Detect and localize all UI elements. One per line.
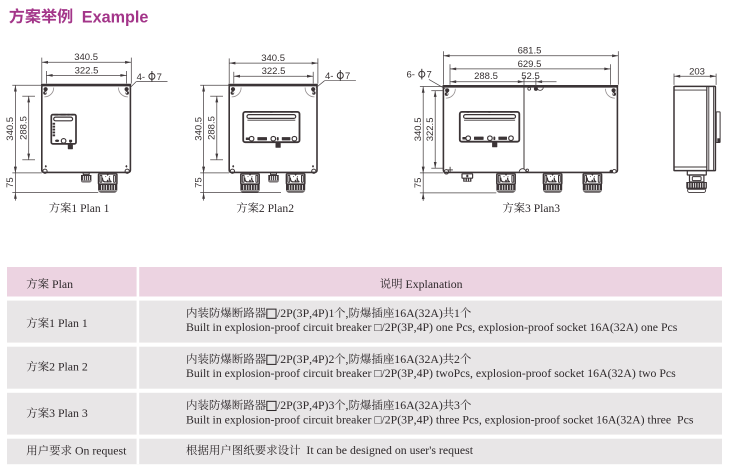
svg-text:Explanation: Explanation [403, 277, 463, 291]
svg-text:16A(32A): 16A(32A) [394, 352, 443, 366]
svg-text:7: 7 [157, 72, 162, 83]
svg-text:322.5: 322.5 [262, 66, 286, 77]
svg-text:,: , [346, 352, 349, 366]
svg-text:288.5: 288.5 [207, 116, 218, 140]
svg-text:16A(32A): 16A(32A) [394, 398, 443, 412]
svg-text:It can be designed on user's r: It can be designed on user's request [301, 443, 474, 457]
svg-text:340.5: 340.5 [74, 52, 98, 63]
svg-text:75: 75 [193, 177, 204, 188]
svg-text:629.5: 629.5 [518, 59, 542, 70]
svg-text:1 Plan 1: 1 Plan 1 [71, 202, 109, 215]
svg-text:4-: 4- [325, 71, 333, 82]
svg-text:75: 75 [5, 177, 16, 188]
svg-text:1 Plan 1: 1 Plan 1 [49, 316, 88, 330]
svg-text:681.5: 681.5 [518, 46, 542, 57]
svg-text:340.5: 340.5 [193, 117, 204, 141]
svg-text:3 Plan3: 3 Plan3 [525, 202, 560, 215]
svg-text:4-: 4- [137, 72, 145, 83]
svg-text:7: 7 [345, 71, 350, 82]
svg-text:/2P(3P,4P)3: /2P(3P,4P)3 [277, 398, 334, 412]
svg-text:340.5: 340.5 [413, 118, 424, 142]
svg-text:322.5: 322.5 [425, 118, 436, 142]
svg-text:6-: 6- [407, 70, 415, 81]
svg-text:288.5: 288.5 [474, 71, 498, 82]
svg-text:/2P(3P,4P)2: /2P(3P,4P)2 [277, 352, 334, 366]
svg-text:322.5: 322.5 [75, 65, 99, 76]
svg-text:Built in explosion-proof circu: Built in explosion-proof circuit breaker… [186, 366, 676, 380]
svg-text:On request: On request [72, 444, 127, 458]
svg-text:340.5: 340.5 [261, 53, 285, 64]
svg-text:2: 2 [454, 352, 460, 366]
svg-text:3 Plan 3: 3 Plan 3 [49, 406, 88, 420]
svg-text:2 Plan 2: 2 Plan 2 [49, 360, 88, 374]
svg-text:Example: Example [82, 8, 149, 26]
svg-text:75: 75 [413, 178, 424, 189]
svg-text:,: , [346, 398, 349, 412]
svg-text:340.5: 340.5 [5, 117, 16, 141]
svg-text:203: 203 [689, 66, 705, 77]
svg-text:,: , [346, 306, 349, 320]
svg-text:3: 3 [454, 398, 460, 412]
svg-text:7: 7 [427, 70, 432, 81]
svg-text:288.5: 288.5 [19, 116, 30, 140]
svg-text:2 Plan2: 2 Plan2 [259, 202, 294, 215]
svg-text:1: 1 [454, 306, 460, 320]
svg-text:Plan: Plan [49, 277, 73, 291]
svg-text:52.5: 52.5 [521, 71, 540, 82]
svg-text:Built in explosion-proof circu: Built in explosion-proof circuit breaker… [186, 412, 694, 426]
svg-text:16A(32A): 16A(32A) [394, 306, 443, 320]
svg-text:/2P(3P,4P)1: /2P(3P,4P)1 [277, 306, 334, 320]
svg-text:Built in explosion-proof circu: Built in explosion-proof circuit breaker… [186, 320, 678, 334]
